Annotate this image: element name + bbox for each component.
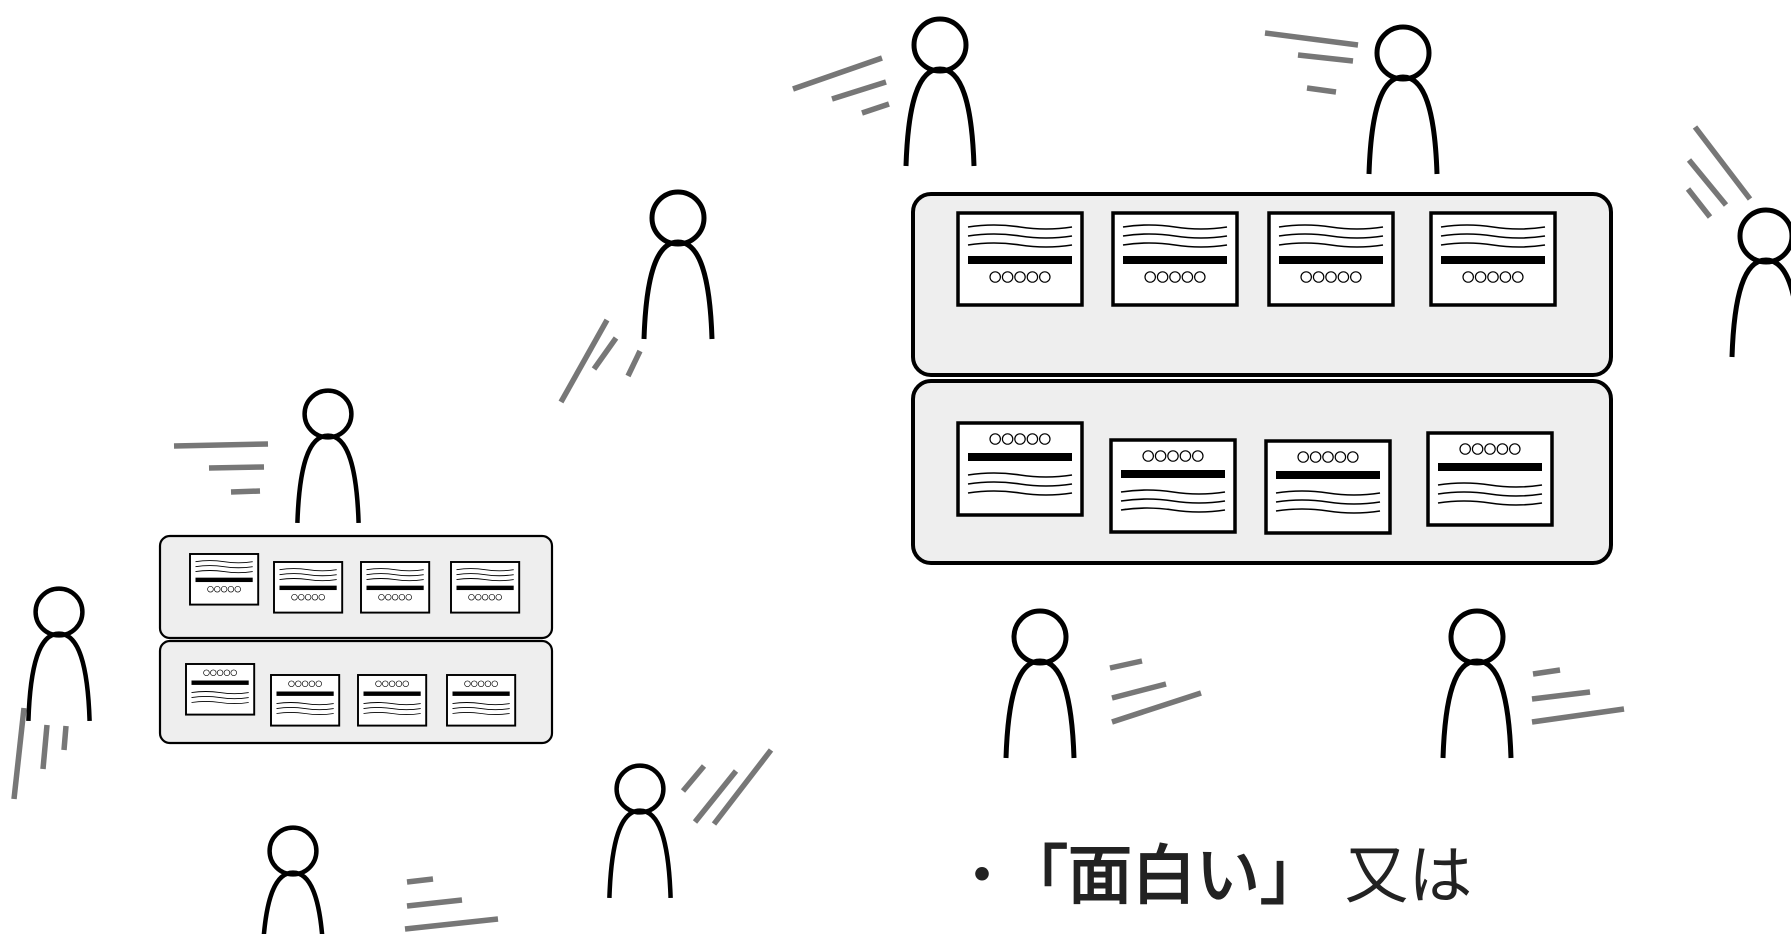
product-card-icon	[357, 674, 428, 727]
person-icon	[903, 16, 977, 167]
person-icon	[295, 388, 361, 523]
display-shelf	[158, 639, 554, 745]
caption-text: 又は	[1344, 840, 1473, 914]
motion-lines	[792, 55, 890, 116]
caption-emphasis: 「面白い」	[1036, 840, 1324, 914]
person-icon	[1729, 207, 1791, 358]
caption-bullet: ・	[950, 840, 1014, 914]
motion-lines	[1264, 30, 1359, 95]
product-card-icon	[273, 561, 344, 614]
display-shelf	[158, 534, 554, 640]
caption: ・「面白い」 又は	[950, 845, 1472, 909]
product-card-icon	[1426, 431, 1554, 527]
product-card-icon	[185, 663, 256, 716]
product-card-icon	[1111, 211, 1239, 307]
person-icon	[1440, 608, 1514, 759]
person-icon	[261, 825, 325, 934]
motion-lines	[1685, 125, 1753, 219]
product-card-icon	[1429, 211, 1557, 307]
person-icon	[1003, 608, 1077, 759]
motion-lines	[1531, 667, 1625, 725]
product-card-icon	[189, 553, 260, 606]
motion-lines	[173, 441, 269, 495]
product-card-icon	[450, 561, 521, 614]
person-icon	[1366, 24, 1440, 175]
product-card-icon	[1267, 211, 1395, 307]
product-card-icon	[1109, 438, 1237, 534]
product-card-icon	[1264, 439, 1392, 535]
product-card-icon	[270, 674, 341, 727]
product-card-icon	[360, 561, 431, 614]
person-icon	[641, 189, 715, 340]
motion-lines	[1109, 658, 1202, 725]
motion-lines	[558, 318, 643, 404]
motion-lines	[404, 876, 499, 932]
motion-lines	[11, 707, 69, 800]
product-card-icon	[956, 211, 1084, 307]
person-icon	[607, 763, 673, 898]
person-icon	[26, 586, 92, 721]
motion-lines	[680, 748, 774, 826]
product-card-icon	[446, 674, 517, 727]
display-shelf	[911, 379, 1613, 565]
product-card-icon	[956, 421, 1084, 517]
display-shelf	[911, 192, 1613, 377]
